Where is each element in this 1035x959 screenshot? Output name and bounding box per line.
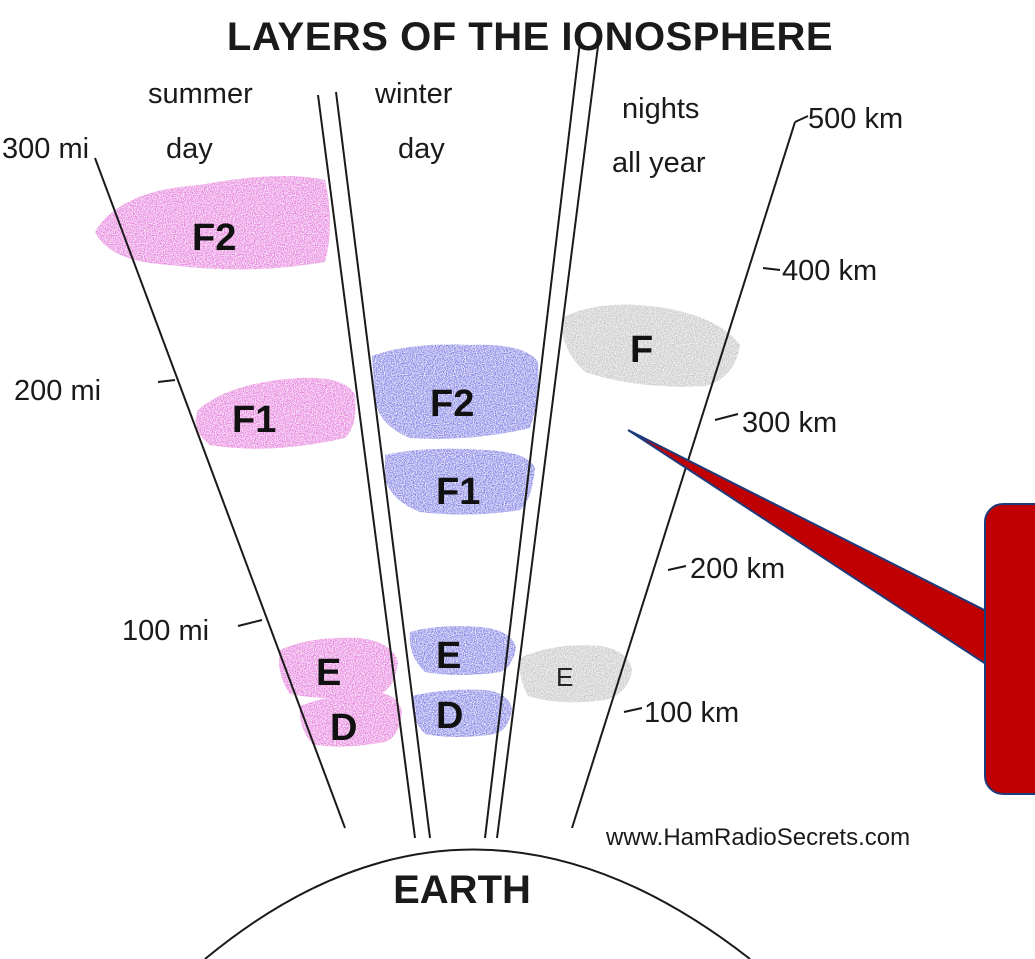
summer-header-line1: summer [148, 78, 253, 110]
scale-500-km: 500 km [808, 103, 903, 135]
tick-200-km [667, 565, 687, 571]
summer-layers [95, 176, 402, 747]
wedge-lines [94, 41, 796, 839]
summer-f2-band [95, 176, 330, 270]
winter-header-line1: winter [374, 78, 453, 110]
winter-e-label: E [436, 635, 461, 677]
winter-e-band [409, 626, 516, 675]
summer-header-line2: day [166, 133, 213, 165]
winter-header-line2: day [398, 133, 445, 165]
nights-header-line2: all year [612, 147, 706, 179]
nights-header-line1: nights [622, 93, 699, 125]
winter-d-label: D [436, 695, 463, 737]
scale-200-km: 200 km [690, 553, 785, 585]
winter-f2-label: F2 [430, 383, 474, 425]
tick-100-km [623, 707, 643, 713]
layer-labels: F2 F1 E D F2 F1 E D F E [192, 217, 653, 749]
winter-f2-band [372, 344, 539, 439]
summer-d-band [299, 692, 402, 747]
km-scale: 500 km 400 km 300 km 200 km 100 km [623, 103, 903, 729]
scale-400-km: 400 km [782, 255, 877, 287]
night-layers [519, 304, 740, 703]
mile-scale: 300 mi 200 mi 100 mi [2, 133, 263, 647]
summer-right-boundary [317, 94, 416, 839]
tick-100-mi [237, 619, 263, 627]
night-e-label: E [556, 662, 573, 692]
winter-f1-label: F1 [436, 471, 480, 513]
tick-500-km [794, 115, 809, 123]
night-f-label: F [630, 329, 653, 371]
night-e-band [519, 645, 632, 703]
winter-f1-band [385, 448, 535, 515]
scale-300-mi: 300 mi [2, 133, 89, 165]
night-left-boundary [496, 45, 599, 839]
tick-400-km [762, 267, 781, 271]
scale-300-km: 300 km [742, 407, 837, 439]
earth-label: EARTH [393, 868, 531, 912]
scale-100-km: 100 km [644, 697, 739, 729]
diagram-title: LAYERS OF THE IONOSPHERE [227, 15, 833, 59]
earth-curve [204, 848, 751, 959]
tick-300-km [714, 413, 739, 421]
winter-right-boundary [484, 41, 581, 839]
winter-layers [372, 344, 539, 737]
website-credit: www.HamRadioSecrets.com [605, 824, 910, 851]
scale-200-mi: 200 mi [14, 375, 101, 407]
summer-d-label: D [330, 707, 357, 749]
summer-f1-band [195, 377, 356, 449]
winter-left-boundary [335, 91, 431, 839]
callout-box [984, 503, 1035, 795]
summer-f1-label: F1 [232, 399, 276, 441]
scale-100-mi: 100 mi [122, 615, 209, 647]
summer-f2-label: F2 [192, 217, 236, 259]
summer-e-band [279, 637, 398, 698]
night-f-band [561, 304, 740, 387]
tick-200-mi [157, 379, 176, 383]
summer-e-label: E [316, 652, 341, 694]
callout-pointer [627, 429, 1002, 670]
column-headers: summer day winter day nights all year [148, 78, 706, 179]
summer-left-boundary [94, 157, 346, 829]
winter-d-band [411, 689, 512, 737]
night-right-boundary [571, 121, 796, 829]
